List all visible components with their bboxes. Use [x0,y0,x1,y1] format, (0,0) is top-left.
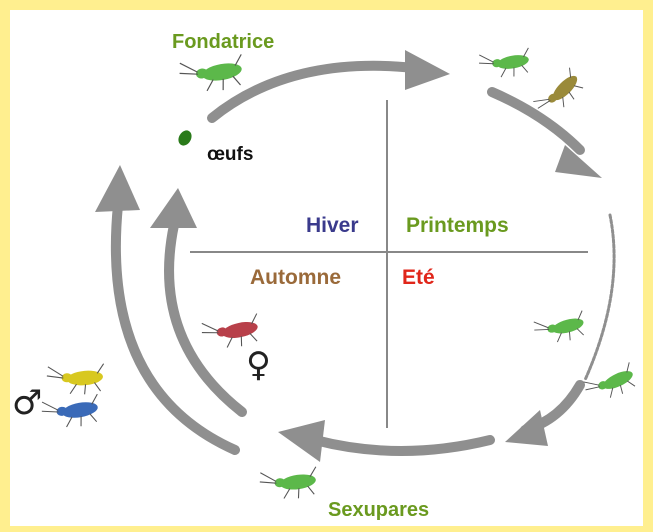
arrowhead-left-outer [95,165,140,212]
arrowhead-top [405,50,450,90]
male-aphid-yellow [45,361,107,398]
arrow-left-outer [110,200,240,455]
egg-icon [178,130,192,146]
arrow-left-inner [164,220,247,417]
male-symbol: ♂ [12,383,42,423]
arrow-bottom [310,435,495,456]
arrowhead-bottom [278,420,325,462]
arrow-right-top [487,87,585,155]
spring-aphid-1 [477,45,534,83]
season-autumn: Automne [250,266,341,289]
eggs-label: œufs [207,144,253,165]
arrow-right-wavy [583,213,616,382]
cycle-svg: Fondatrice œufs Hiver Printemps Automne … [12,31,641,521]
stage-label-fondatrice: Fondatrice [172,31,274,53]
season-summer: Eté [402,266,435,289]
arrow-top [207,60,420,123]
fondatrice-aphid [177,51,248,98]
arrowhead-left-inner [150,188,197,228]
female-symbol: ♀ [246,345,271,385]
life-cycle-diagram: Fondatrice œufs Hiver Printemps Automne … [10,10,643,526]
stage-label-sexupares: Sexupares [328,499,429,521]
arrowhead-right-top [555,145,602,178]
summer-aphid-1 [531,308,590,350]
arrow-heads [95,50,602,462]
season-spring: Printemps [406,214,509,237]
arrowhead-bottom-right [505,410,548,446]
male-aphid-blue [39,391,103,434]
season-winter: Hiver [306,214,359,237]
sexupare-aphid [258,464,321,504]
cycle-arrows [110,60,616,456]
